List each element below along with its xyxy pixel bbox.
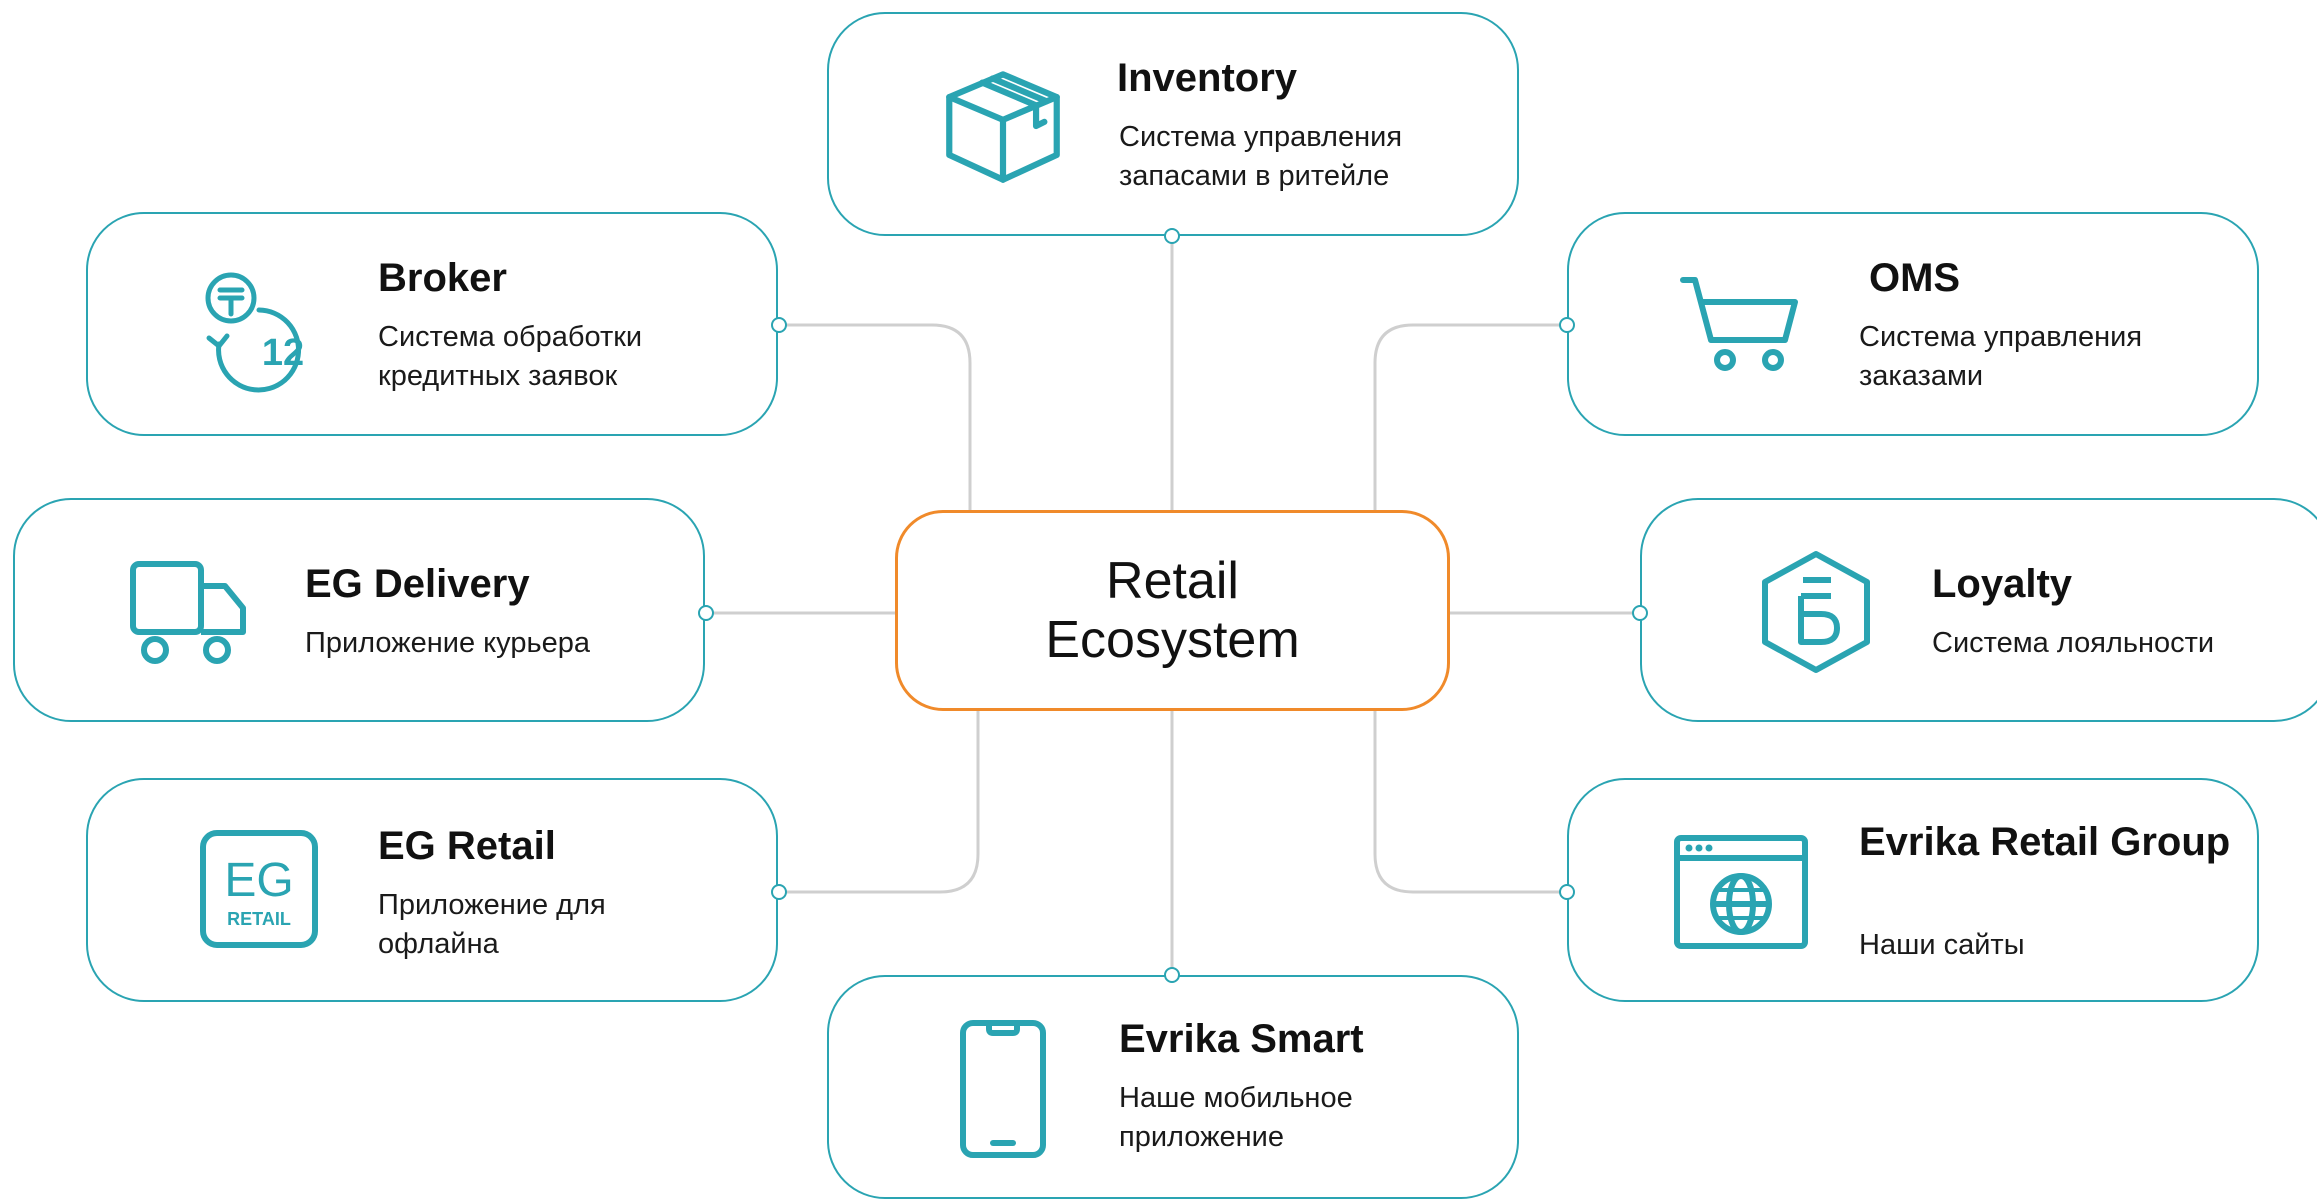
connector-dot-smart	[1164, 967, 1180, 983]
node-description: Система лояльности	[1932, 627, 2215, 659]
node-card-oms[interactable]: OMS Система управления заказами	[1567, 212, 2259, 436]
node-card-evrika-smart[interactable]: Evrika Smart Наше мобильное приложение	[827, 975, 1519, 1199]
node-description: Система управления заказами	[1859, 321, 2143, 392]
hub-retail-ecosystem[interactable]: Retail Ecosystem	[895, 510, 1450, 711]
node-title: Broker	[378, 256, 507, 300]
node-card-inventory[interactable]: Inventory Система управления запасами в …	[827, 12, 1519, 236]
node-description: Система управления запасами в ритейле	[1119, 121, 1403, 192]
node-card-eg-retail[interactable]: EG RETAIL EG Retail Приложение для офлай…	[86, 778, 778, 1002]
loyalty-hexagon-icon	[1757, 550, 1875, 674]
node-card-evrika-retail-group[interactable]: Evrika Retail Group Наши сайты	[1567, 778, 2259, 1002]
credit-tenge-icon: 12	[203, 272, 315, 393]
box-icon	[941, 64, 1065, 188]
node-title: Loyalty	[1932, 562, 2073, 606]
connector-dot-broker	[771, 317, 787, 333]
node-title: EG Retail	[378, 824, 556, 868]
shopping-cart-icon	[1680, 274, 1801, 374]
node-description: Наши сайты	[1859, 929, 2025, 961]
node-description: Система обработки кредитных заявок	[378, 321, 643, 392]
connector-dot-oms	[1559, 317, 1575, 333]
logo-text-retail: RETAIL	[227, 909, 291, 929]
delivery-truck-icon	[129, 558, 251, 668]
node-card-loyalty[interactable]: Loyalty Система лояльности	[1640, 498, 2317, 722]
logo-text-eg: EG	[224, 854, 293, 907]
node-description: Наше мобильное приложение	[1119, 1082, 1353, 1153]
connector-dot-inventory	[1164, 228, 1180, 244]
node-card-broker[interactable]: 12 Broker Система обработки кредитных за…	[86, 212, 778, 436]
connector-dot-delivery	[698, 605, 714, 621]
connector-dot-group	[1559, 884, 1575, 900]
node-description: Приложение курьера	[305, 627, 590, 659]
node-title: EG Delivery	[305, 562, 530, 606]
svg-text:12: 12	[262, 332, 304, 374]
connector-dot-loyalty	[1632, 605, 1648, 621]
node-title: Inventory	[1117, 56, 1298, 100]
connector-dot-retail	[771, 884, 787, 900]
smartphone-icon	[959, 1019, 1047, 1159]
node-description: Приложение для офлайна	[378, 889, 606, 960]
node-title: Evrika Smart	[1119, 1017, 1364, 1061]
node-card-eg-delivery[interactable]: EG Delivery Приложение курьера	[13, 498, 705, 722]
node-title: OMS	[1869, 256, 1961, 300]
node-title: Evrika Retail Group	[1859, 820, 2231, 864]
website-globe-icon	[1673, 834, 1809, 950]
hub-title: Retail Ecosystem	[1045, 552, 1300, 669]
eg-retail-logo-icon: EG RETAIL	[200, 830, 318, 948]
